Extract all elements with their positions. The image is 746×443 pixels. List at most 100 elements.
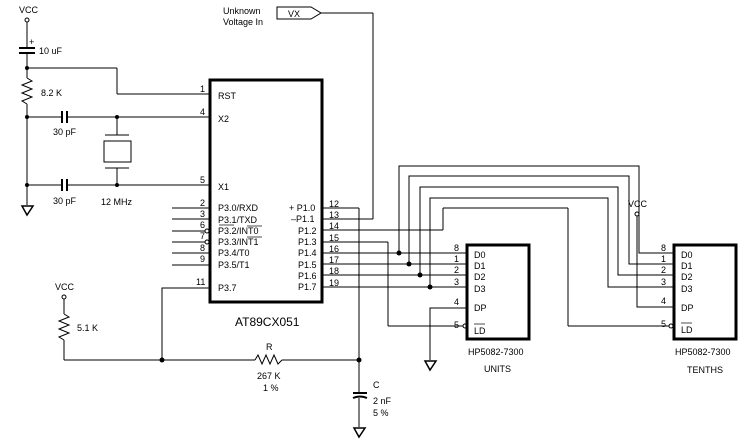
- mcu-left-pins-4-name: P3.1/TXD: [218, 215, 258, 225]
- mcu-left-pins-7-name: P3.4/T0: [218, 248, 250, 258]
- mcu-right-pins-5-num: 17: [329, 255, 339, 265]
- mcu-left-pins-6-num: 7: [200, 231, 205, 241]
- mcu-left-pins-2-name: X1: [218, 182, 229, 192]
- wire: [429, 197, 674, 288]
- displays-0-pins-1-name: D1: [474, 261, 486, 271]
- mcu-left-pins-0-name: RST: [218, 91, 237, 101]
- inverting-bubble-icon: [204, 228, 210, 234]
- mcu-right-pins-4-num: 16: [329, 244, 339, 254]
- display-tenths: VCC 8 D0 1 D1 2 D2 3 D3 4 DP 5 LD HP5082…: [628, 199, 738, 375]
- mcu-right-pins-6-num: 18: [329, 266, 339, 276]
- displays-1-pins-5-name: LD: [681, 325, 693, 335]
- displays-0-pins-0-num: 8: [454, 243, 459, 253]
- units-part-label: HP5082-7300: [468, 347, 524, 357]
- cap-polarity: +: [29, 37, 34, 47]
- displays-0-pins-1-num: 1: [454, 254, 459, 264]
- mcu-right-pins-7-name: P1.7: [298, 282, 317, 292]
- resistor-267k-icon: [254, 353, 283, 366]
- displays-1-pins-1-num: 1: [661, 254, 666, 264]
- displays-0-pins-5-num: 5: [454, 320, 459, 330]
- mcu-left-pins-1-num: 4: [200, 107, 205, 117]
- capacitor-2nf-icon: [352, 392, 368, 399]
- crystal-icon: [103, 134, 132, 169]
- cap-30pf-x2-label: 30 pF: [53, 127, 77, 137]
- mcu-left-pins-3-num: 2: [200, 198, 205, 208]
- mcu-right-pins-0-name: + P1.0: [289, 203, 315, 213]
- mcu-right-pins-0-num: 12: [329, 199, 339, 209]
- mcu-right-pins-1-num: 13: [329, 210, 339, 220]
- wire: [408, 175, 674, 265]
- tenths-part-label: HP5082-7300: [675, 347, 731, 357]
- displays-1-pins-2-num: 2: [661, 265, 666, 275]
- mcu-right-pins-2-num: 14: [329, 221, 339, 231]
- res-r-value: 267 K: [257, 371, 281, 381]
- displays-1-pins-0-num: 8: [661, 243, 666, 253]
- wire: [398, 165, 674, 254]
- inverting-bubble-icon: [204, 239, 210, 245]
- resistor-5k1-icon: [57, 313, 71, 341]
- mcu-at89cx051: AT89CX051: [208, 78, 324, 329]
- vcc-terminal-icon: [634, 211, 640, 217]
- mcu-right-pins-4-name: P1.4: [298, 248, 317, 258]
- displays-1-pins-2-name: D2: [681, 272, 693, 282]
- mcu-right-pins-5-name: P1.5: [298, 260, 317, 270]
- displays-0-pins-5-name: LD: [474, 326, 486, 336]
- mcu-left-pins-4-num: 3: [200, 209, 205, 219]
- vcc-pullup-label: VCC: [55, 282, 75, 292]
- mcu-right-pins: + P1.0 12 –P1.1 13 P1.2 14 P1.3 15 P1.4 …: [289, 199, 339, 292]
- displays-1-pins-5-num: 5: [661, 319, 666, 329]
- displays-1-pins-0-name: D0: [681, 250, 693, 260]
- mcu-right-pins-3-num: 15: [329, 233, 339, 243]
- input-desc-line2: Voltage In: [223, 17, 263, 27]
- displays-1-pins-4-name: DP: [681, 303, 694, 313]
- ground-icon: [20, 205, 35, 217]
- mcu-left-pins-8-name: P3.5/T1: [218, 260, 250, 270]
- displays-1-pins-1-name: D1: [681, 261, 693, 271]
- units-caption: UNITS: [484, 364, 511, 374]
- junction-dot: [115, 183, 119, 187]
- mcu-left-pins-1-name: X2: [218, 114, 229, 124]
- res-5k1-label: 5.1 K: [77, 323, 98, 333]
- displays-0-pins-3-num: 3: [454, 277, 459, 287]
- vcc-terminal-icon: [61, 294, 67, 300]
- resistor-8k2-icon: [20, 77, 34, 105]
- res-r-tol: 1 %: [263, 383, 279, 393]
- inverting-bubble-icon: [668, 323, 674, 329]
- tenths-caption: TENTHS: [687, 365, 723, 375]
- mcu-right-pins-2-name: P1.2: [298, 226, 317, 236]
- displays-0-pins-2-name: D2: [474, 272, 486, 282]
- vx-port-label: VX: [288, 9, 300, 19]
- mcu-part-label: AT89CX051: [235, 315, 300, 329]
- wire: [429, 307, 467, 360]
- res-8k2-label: 8.2 K: [41, 88, 62, 98]
- vcc-top: VCC: [19, 5, 39, 23]
- displays-0-pins-4-num: 4: [454, 297, 459, 307]
- mcu-left-pins-5-num: 6: [200, 220, 205, 230]
- capacitor-10uf-icon: [19, 47, 35, 54]
- vcc-terminal-icon: [24, 17, 30, 23]
- mcu-left-pins-7-num: 8: [200, 243, 205, 253]
- display-units: 8 D0 1 D1 2 D2 3 D3 4 DP 5 LD HP5082-730…: [454, 243, 531, 374]
- ground-icon: [423, 360, 438, 372]
- vcc-tenths-label: VCC: [628, 199, 648, 209]
- capacitor-30pf-x1-icon: [61, 179, 68, 191]
- mcu-right-pins-1-name: –P1.1: [291, 214, 315, 224]
- mcu-left-pins-8-num: 9: [200, 254, 205, 264]
- displays-0-pins-0-name: D0: [474, 250, 486, 260]
- mcu-right-pins-6-name: P1.6: [298, 271, 317, 281]
- displays-0-pins-4-name: DP: [474, 303, 487, 313]
- displays-1-pins-4-num: 4: [661, 296, 666, 306]
- cap-c-name: C: [373, 380, 380, 390]
- ground-icon: [352, 427, 367, 439]
- vcc-top-label: VCC: [19, 5, 39, 15]
- mcu-left-pins: 1 RST 4 X2 5 X1 2 P3.0/RXD 3 P3.1/TXD 6 …: [172, 84, 262, 293]
- cap-c-value: 2 nF: [373, 396, 392, 406]
- mcu-left-pins-0-num: 1: [200, 84, 205, 94]
- mcu-left-pins-6-name: P3.3/INT1: [218, 237, 259, 247]
- cap-c-tol: 5 %: [373, 408, 389, 418]
- mcu-left-pins-5-name: P3.2/INT0: [218, 226, 259, 236]
- mcu-left-pins-9-num: 11: [196, 277, 205, 287]
- mcu-left-pins-9-name: P3.7: [218, 283, 237, 293]
- cap-30pf-x1-label: 30 pF: [53, 196, 77, 206]
